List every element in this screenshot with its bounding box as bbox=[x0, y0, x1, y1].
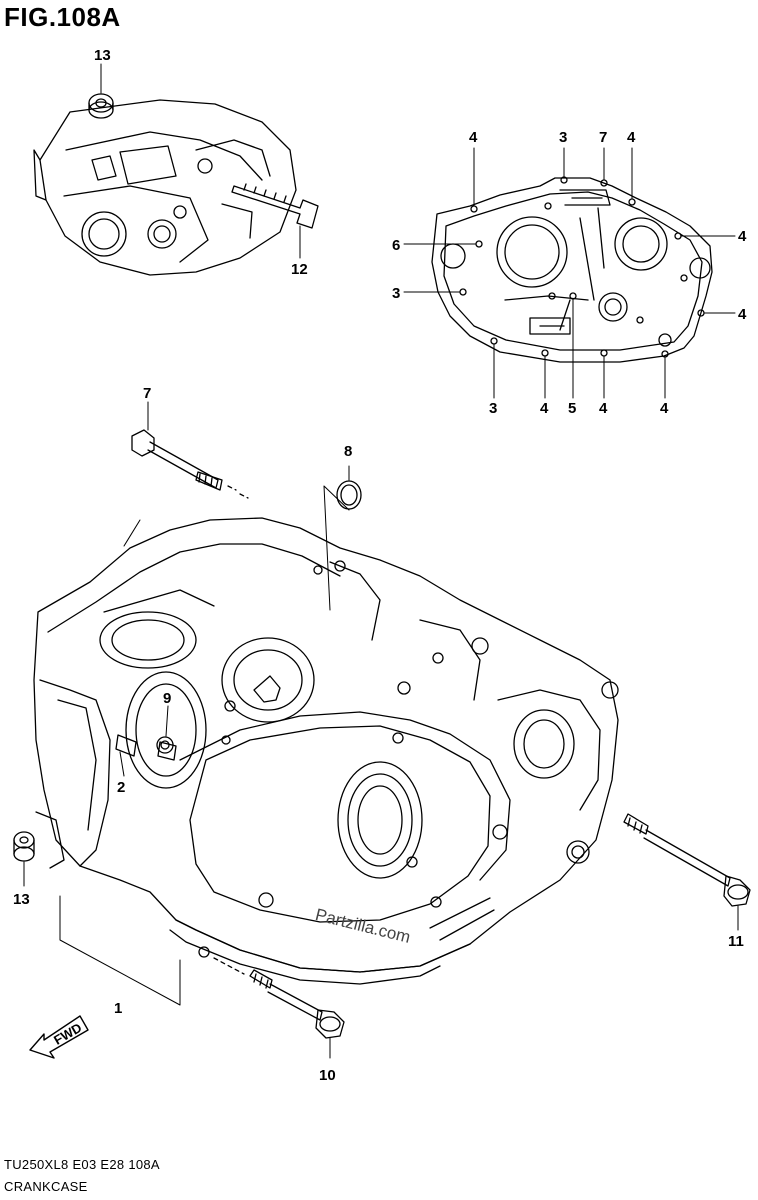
callout-6: 6 bbox=[392, 237, 400, 254]
callout-3-bottom: 3 bbox=[489, 400, 497, 417]
callout-7-main: 7 bbox=[143, 385, 151, 402]
main-leaders bbox=[23, 401, 739, 1059]
bolt-layout-leaders bbox=[100, 63, 736, 399]
bolt-7-long bbox=[131, 429, 249, 499]
callout-13-lower: 13 bbox=[13, 891, 30, 908]
figure-code: TU250XL8 E03 E28 108A bbox=[4, 1157, 160, 1172]
callout-3-top: 3 bbox=[559, 129, 567, 146]
callout-7-top: 7 bbox=[599, 129, 607, 146]
callout-2: 2 bbox=[117, 779, 125, 796]
washer-9 bbox=[156, 736, 174, 754]
callout-4-right-2: 4 bbox=[738, 306, 747, 323]
callout-labels: 13 12 4 3 7 4 6 4 3 4 3 4 5 4 4 7 8 9 2 … bbox=[13, 47, 747, 1084]
callout-4-bottom-1: 4 bbox=[540, 400, 549, 417]
figure-title: FIG.108A bbox=[4, 2, 121, 32]
fwd-arrow-icon: FWD bbox=[29, 1015, 89, 1059]
callout-13-top: 13 bbox=[94, 47, 111, 64]
bolt-10 bbox=[198, 946, 345, 1039]
callout-4-bottom-3: 4 bbox=[660, 400, 669, 417]
callout-1: 1 bbox=[114, 1000, 122, 1017]
callout-10: 10 bbox=[319, 1067, 336, 1084]
callout-4-bottom-2: 4 bbox=[599, 400, 608, 417]
callout-9: 9 bbox=[163, 690, 171, 707]
bolt-11 bbox=[623, 813, 751, 907]
callout-4-top-1: 4 bbox=[469, 129, 478, 146]
callout-5: 5 bbox=[568, 400, 576, 417]
callout-3-left: 3 bbox=[392, 285, 400, 302]
upper-case-detail bbox=[33, 93, 319, 276]
fwd-label: FWD bbox=[51, 1020, 84, 1048]
callout-4-right-1: 4 bbox=[738, 228, 747, 245]
callout-12: 12 bbox=[291, 261, 308, 278]
figure-name: CRANKCASE bbox=[4, 1179, 88, 1194]
callout-4-top-2: 4 bbox=[627, 129, 636, 146]
callout-11: 11 bbox=[728, 933, 744, 950]
callout-8: 8 bbox=[344, 443, 352, 460]
washer-8 bbox=[336, 480, 362, 510]
washer-13-lower bbox=[13, 831, 35, 862]
main-crankcase bbox=[33, 517, 619, 985]
